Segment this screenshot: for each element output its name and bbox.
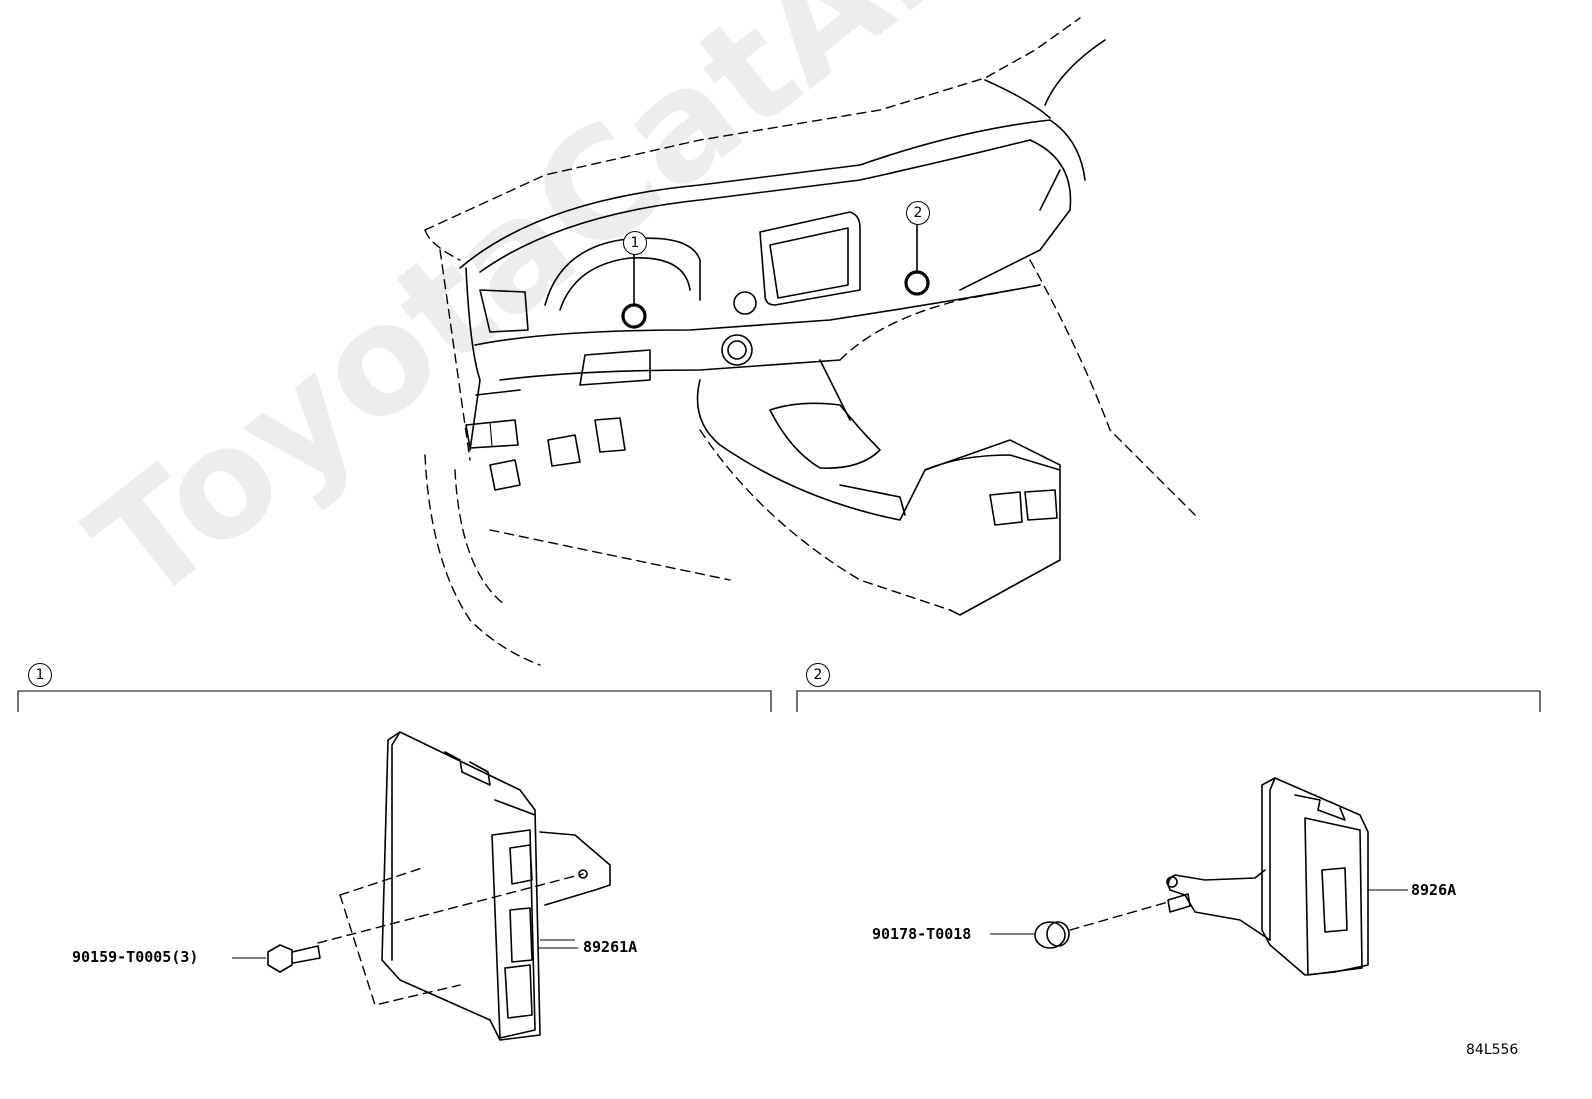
part-label-module-1[interactable]: 89261A (583, 938, 638, 956)
callout-2-badge: 2 (906, 201, 930, 225)
dashboard-illustration (424, 17, 1196, 666)
part-label-bolt[interactable]: 90159-T0005(3) (72, 948, 199, 966)
part-label-nut[interactable]: 90178-T0018 (872, 925, 972, 943)
section-2-bracket (796, 690, 1541, 712)
callout-1-target (621, 303, 647, 329)
callout-2-target (904, 270, 930, 296)
part-label-module-2[interactable]: 8926A (1411, 881, 1457, 899)
module-89261a-illustration (232, 731, 611, 1041)
reference-code: 84L556 (1466, 1042, 1519, 1058)
callout-1-badge: 1 (623, 231, 647, 255)
section-1-badge: 1 (28, 663, 52, 687)
module-8926a-illustration (990, 777, 1408, 976)
section-1-bracket (17, 690, 772, 712)
section-2-badge: 2 (806, 663, 830, 687)
